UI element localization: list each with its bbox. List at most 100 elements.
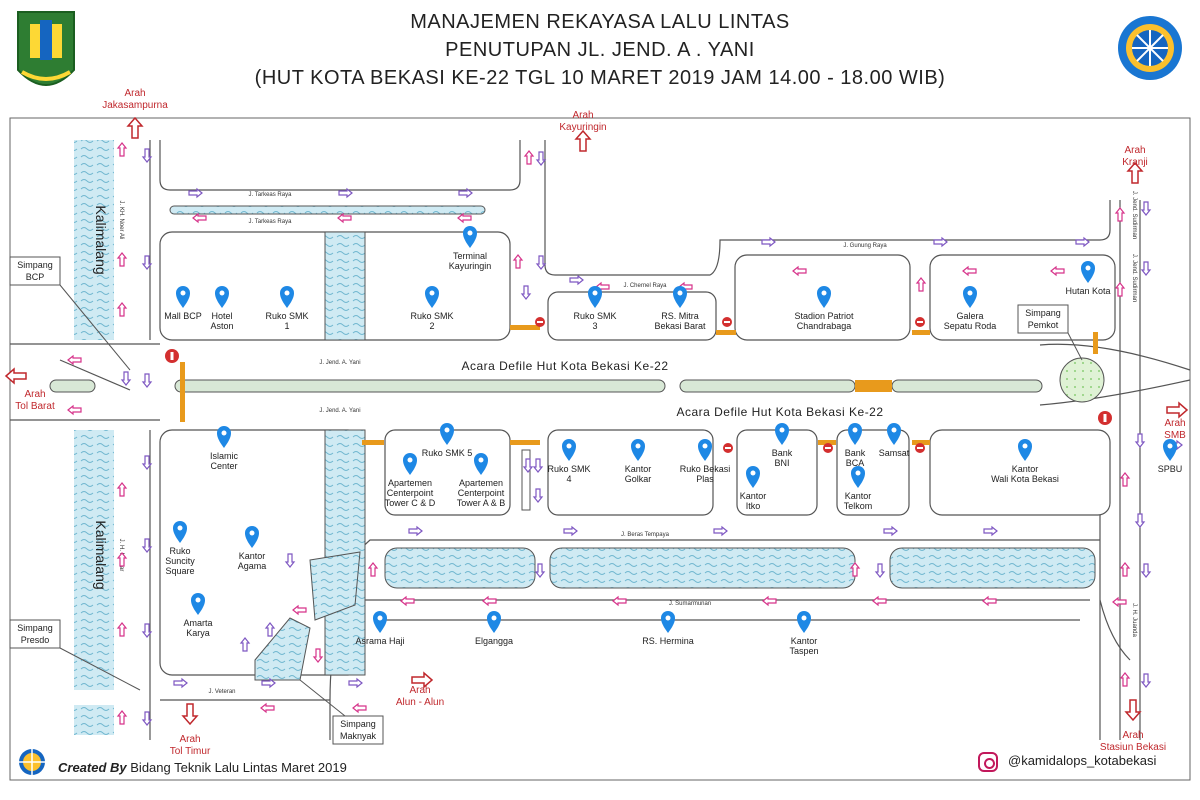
- direction-smb-line1: Arah: [1164, 418, 1185, 429]
- map-pin-icon: [245, 526, 259, 548]
- landmark-rs-hermina: RS. Hermina: [642, 611, 694, 646]
- road-label: J. Chernel Raya: [623, 283, 667, 289]
- direction-alun-alun-line2: Alun - Alun: [396, 697, 444, 708]
- road-label: J. Tarkeas Raya: [249, 192, 293, 198]
- title-line-1: MANAJEMEN REKAYASA LALU LINTAS: [410, 11, 790, 33]
- landmark-elgangga: Elgangga: [475, 611, 513, 646]
- traffic-arrow-icon: [1134, 433, 1146, 448]
- landmark-label: Center: [210, 461, 237, 471]
- traffic-arrow-icon: [352, 702, 367, 714]
- traffic-arrow-icon: [261, 677, 276, 689]
- landmark-label: Ruko SMK: [410, 311, 453, 321]
- landmark-label: Bank: [845, 448, 866, 458]
- traffic-arrow-icon: [933, 236, 948, 248]
- traffic-arrow-icon: [292, 604, 307, 616]
- landmark-label: Kantor: [239, 551, 266, 561]
- traffic-arrow-icon: [849, 562, 861, 577]
- map-pin-icon: [403, 453, 417, 475]
- landmark-label: Amarta: [183, 618, 212, 628]
- road-label: J. Jend. Sudirman: [1131, 254, 1137, 302]
- simpang-presdo-line2: Presdo: [21, 635, 50, 645]
- road-label: J. KH. Noer Ali: [118, 200, 124, 239]
- map-pin-icon: [173, 521, 187, 543]
- map-pin-icon: [373, 611, 387, 633]
- traffic-arrow-icon: [1119, 562, 1131, 577]
- traffic-arrow-icon: [612, 595, 627, 607]
- direction-kayuringin-line1: Arah: [572, 110, 593, 121]
- road-label: J. Jend. Sudirman: [1131, 191, 1137, 239]
- landmark-label: Apartemen: [459, 478, 503, 488]
- traffic-arrow-icon: [569, 274, 584, 286]
- map-pin-icon: [487, 611, 501, 633]
- simpang-maknyak-line2: Maknyak: [340, 731, 377, 741]
- instagram-handle[interactable]: @kamidalops_kotabekasi: [1008, 753, 1157, 768]
- drainage-channels: [169, 205, 1105, 681]
- map-pin-icon: [746, 466, 760, 488]
- map-pin-icon: [848, 423, 862, 445]
- traffic-arrow-icon: [141, 623, 153, 638]
- road-label: J. Jend. A. Yani: [319, 408, 360, 414]
- road-label: J. Gunung Raya: [843, 243, 887, 249]
- traffic-arrow-icon: [116, 552, 128, 567]
- landmark-label: BCA: [846, 458, 865, 468]
- map-pin-icon: [216, 425, 231, 448]
- landmark-label: 1: [284, 321, 289, 331]
- traffic-arrow-icon: [713, 525, 728, 537]
- traffic-arrow-icon: [1114, 282, 1126, 297]
- traffic-arrow-icon: [520, 285, 532, 300]
- landmark-label: Galera: [956, 311, 983, 321]
- landmark-label: Centerpoint: [458, 488, 505, 498]
- landmark-label: Taspen: [789, 646, 818, 656]
- landmark-label: Itko: [746, 501, 761, 511]
- dishub-logo: [1118, 16, 1182, 80]
- traffic-arrow-icon: [239, 637, 251, 652]
- map-pin-icon: [176, 286, 190, 308]
- map-pin-icon: [698, 439, 712, 461]
- traffic-arrow-icon: [535, 255, 547, 270]
- traffic-arrow-icon: [563, 525, 578, 537]
- traffic-arrow-icon: [874, 563, 886, 578]
- map-pin-icon: [631, 439, 645, 461]
- landmark-label: Ruko SMK 5: [422, 448, 473, 458]
- traffic-arrow-icon: [264, 622, 276, 637]
- created-by-label: Created By: [58, 760, 127, 775]
- direction-stasiun-line2: Stasiun Bekasi: [1100, 742, 1166, 753]
- landmark-asrama-haji: Asrama Haji: [355, 611, 405, 646]
- traffic-arrow-icon: [915, 277, 927, 292]
- kalimalang-label-north: Kalimalang: [93, 205, 109, 274]
- instagram-icon: [978, 752, 998, 772]
- traffic-arrow-icon: [1119, 472, 1131, 487]
- simpang-presdo-line1: Simpang: [17, 623, 53, 633]
- landmark-label: Wali Kota Bekasi: [991, 474, 1059, 484]
- bekasi-city-emblem: [17, 11, 75, 86]
- landmark-label: Ruko SMK: [547, 464, 590, 474]
- traffic-arrow-icon: [523, 150, 535, 165]
- landmark-label: Kayuringin: [449, 261, 492, 271]
- traffic-arrow-icon: [1140, 563, 1152, 578]
- traffic-arrow-icon: [457, 212, 472, 224]
- traffic-arrow-icon: [532, 458, 544, 473]
- landmark-label: Kantor: [845, 491, 872, 501]
- traffic-arrow-icon: [762, 595, 777, 607]
- map-pin-icon: [440, 423, 454, 445]
- direction-kayuringin-line2: Kayuringin: [559, 122, 606, 133]
- direction-arrow-icon: [1126, 161, 1144, 184]
- traffic-arrow-icon: [1114, 207, 1126, 222]
- traffic-arrow-icon: [120, 371, 132, 386]
- landmark-label: Kantor: [625, 464, 652, 474]
- credit-line: Created By Bidang Teknik Lalu Lintas Mar…: [58, 760, 347, 775]
- direction-tol-timur-line2: Tol Timur: [170, 746, 211, 757]
- traffic-arrow-icon: [141, 455, 153, 470]
- traffic-arrow-icon: [173, 677, 188, 689]
- landmark-label: Islamic: [210, 451, 239, 461]
